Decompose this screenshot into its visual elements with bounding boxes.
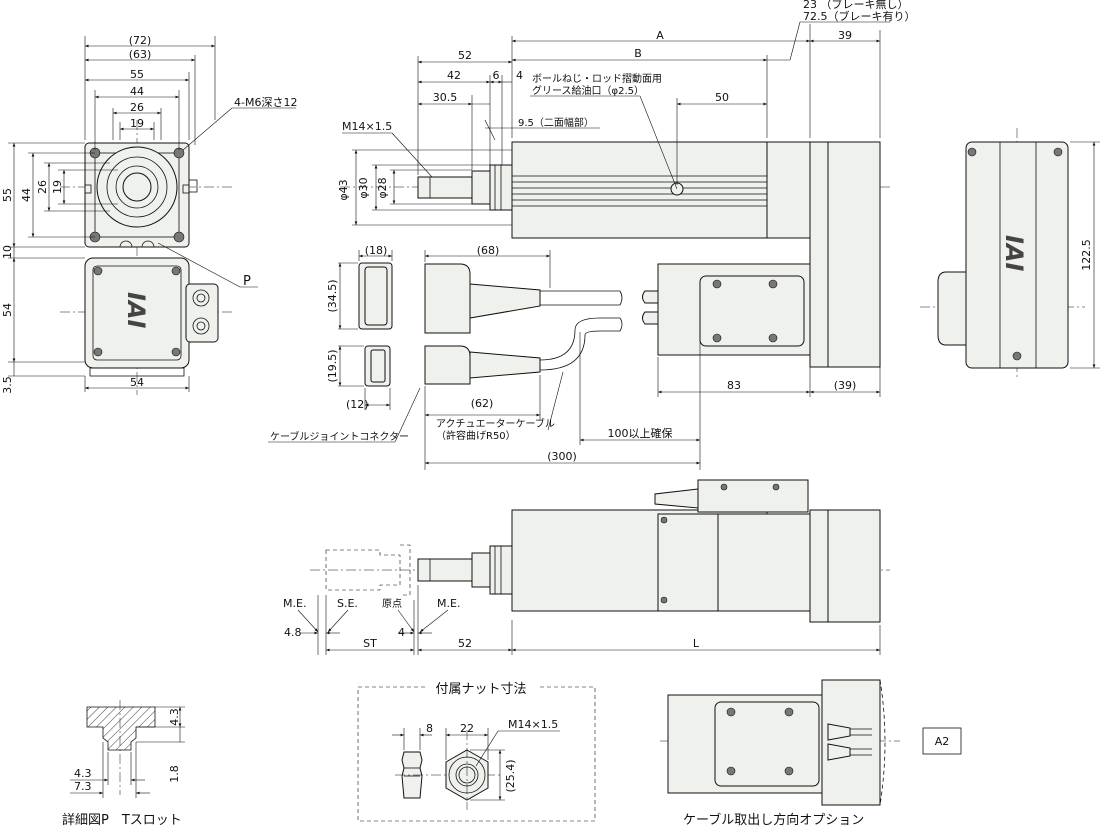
a2-tag-box [922,727,962,755]
dim-52-stroke: 52 [458,637,472,650]
iai-logo-front: IAI [122,292,150,329]
dim-st: ST [363,637,377,650]
dim-4-3-a: 4.3 [168,708,181,726]
dim-63: (63) [129,48,152,61]
dim-19-left: 19 [51,180,64,194]
dim-4-top: 4 [516,69,523,82]
se-label: S.E. [337,597,358,610]
dim-54-bottom: 54 [130,376,144,389]
a2-tag: A2 [935,735,950,748]
detail-p: 4.3 1.8 4.3 7.3 詳細図P Tスロット [62,700,185,828]
dim-83: 83 [727,379,741,392]
dim-19-5: (19.5) [326,349,339,382]
dim-26-left: 26 [36,180,49,194]
nut-dim-25-4: (25.4) [504,759,517,792]
dim-122-5: 122.5 [1080,239,1093,271]
dim-18: (18) [365,244,388,257]
dim-44-top: 44 [130,85,144,98]
dim-l: L [693,637,700,650]
right-view: IAI 122.5 [920,128,1100,378]
iai-logo-right: IAI [1000,235,1028,272]
dim-300: (300) [547,450,577,463]
dim-b: B [634,47,642,60]
tap-callout: 4-M6深さ12 [234,96,297,109]
dim-4-3-b: 4.3 [74,767,92,780]
clearance-label: 100以上確保 [608,426,673,440]
dim-7-3: 7.3 [74,780,92,793]
grease-label-2: グリース給油口（φ2.5） [532,84,644,97]
dim-39-paren: (39) [834,379,857,392]
dim-55-top: 55 [130,68,144,81]
dia-30: φ30 [357,177,370,198]
dim-19-top: 19 [130,117,144,130]
nut-title: 付属ナット寸法 [435,682,526,697]
grease-label-1: ボールねじ・ロッド摺動面用 [532,72,662,85]
dim-10-left: 10 [1,245,14,259]
rod-thread-label: M14×1.5 [342,120,392,133]
nut-section: 付属ナット寸法 8 22 M14×1.5 (25.4) [357,679,596,822]
dim-4-8: 4.8 [284,626,302,639]
cable-label-1: アクチュエーターケーブル [436,417,555,430]
dim-3-5-left: 3.5 [1,376,14,394]
dia-43: φ43 [337,179,350,200]
me-right: M.E. [437,597,460,610]
cable-label-2: （許容曲げR50） [436,429,516,442]
dim-39: 39 [838,29,852,42]
dim-26-top: 26 [130,101,144,114]
brake-none-note: 23 （ブレーキ無し） [803,0,909,11]
dim-6: 6 [493,69,500,82]
dim-12: (12) [346,398,369,411]
front-view: IAI (72) (63) 55 44 26 [1,34,297,395]
dim-30-5: 30.5 [433,91,458,104]
dim-52-top: 52 [458,49,472,62]
dim-50: 50 [715,91,729,104]
dia-28: φ28 [376,177,389,198]
detail-p-callout: P [243,274,251,289]
dim-42: 42 [447,69,461,82]
dim-34-5: (34.5) [326,279,339,312]
dim-4-stroke: 4 [398,626,405,639]
dim-72: (72) [129,34,152,47]
dim-44-left: 44 [20,188,33,202]
nut-dim-22: 22 [460,722,474,735]
dim-55-left: 55 [1,188,14,202]
cable-option-view: A2 ケーブル取出し方向オプション [660,679,962,828]
dim-68: (68) [477,244,500,257]
stroke-view: M.E. S.E. 原点 M.E. 4.8 4 ST 52 L [283,479,890,655]
origin-label: 原点 [382,598,402,610]
dim-62: (62) [471,397,494,410]
dim-54-left: 54 [1,303,14,317]
cable-option-caption: ケーブル取出し方向オプション [683,812,864,828]
dim-a: A [656,29,664,42]
me-left: M.E. [283,597,306,610]
width-across-label: 9.5（二面幅部） [518,116,594,129]
nut-dim-8: 8 [426,722,433,735]
detail-p-caption: 詳細図P Tスロット [62,812,182,828]
dim-1-8: 1.8 [168,765,181,783]
connector-label: ケーブルジョイントコネクター [270,430,409,443]
brake-with-note: 72.5（ブレーキ有り） [803,9,916,23]
side-view: A B 39 23 （ブレーキ無し） 72.5（ブレーキ有り） 52 42 6 … [268,0,916,470]
nut-thread: M14×1.5 [508,718,558,731]
